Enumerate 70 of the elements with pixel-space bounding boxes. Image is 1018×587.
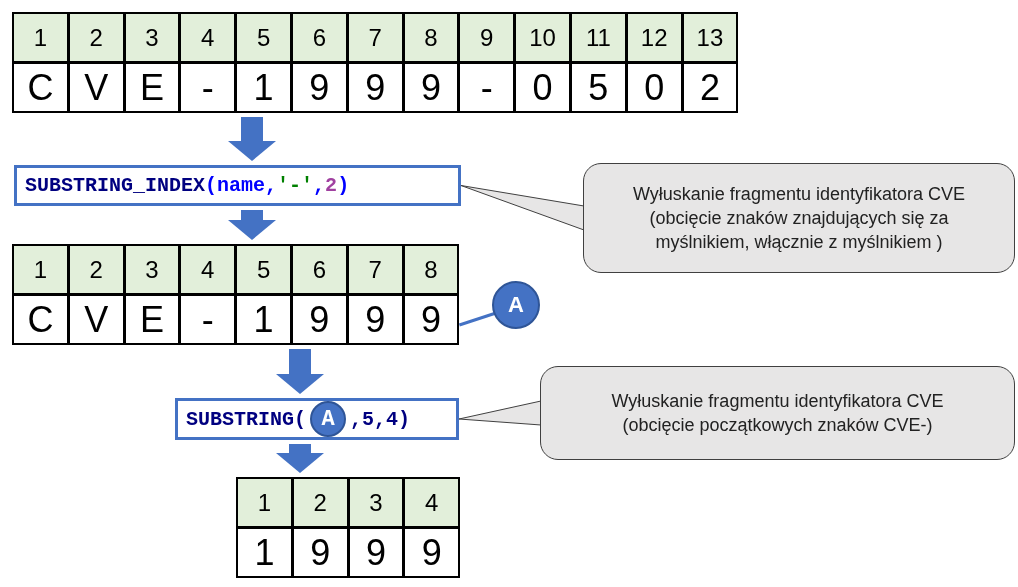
reference-circle: A: [310, 401, 347, 437]
character: -: [181, 296, 235, 343]
code-text: SUBSTRING_INDEX(name,'-',2): [25, 174, 350, 197]
character: V: [69, 296, 123, 343]
character: C: [14, 296, 67, 343]
character: 2: [683, 64, 737, 111]
position-number: 1: [238, 479, 291, 526]
character-table: [236, 477, 461, 578]
callout-bubble: [540, 366, 1015, 460]
position-number: 1: [14, 246, 67, 293]
character: 9: [404, 64, 458, 111]
position-number: 4: [405, 479, 459, 526]
position-number: 2: [293, 479, 347, 526]
position-number: 3: [349, 479, 403, 526]
position-number: 3: [125, 14, 179, 61]
reference-circle: A: [492, 281, 540, 329]
position-number: 8: [404, 246, 458, 293]
position-number: 10: [516, 14, 569, 61]
block-arrow: [228, 210, 276, 240]
block-arrow: [228, 117, 276, 161]
character: 1: [237, 64, 290, 111]
position-number: 3: [125, 246, 179, 293]
character: 9: [293, 64, 346, 111]
position-number: 2: [69, 246, 123, 293]
character: 9: [293, 529, 347, 576]
position-number: 9: [460, 14, 514, 61]
position-number: 4: [181, 14, 235, 61]
position-number: 1: [14, 14, 67, 61]
position-number: 7: [348, 246, 402, 293]
position-number: 7: [348, 14, 402, 61]
character: 9: [405, 529, 459, 576]
character: 0: [516, 64, 569, 111]
character: 1: [238, 529, 291, 576]
position-number: 6: [293, 246, 346, 293]
character-table: [12, 12, 739, 113]
position-number: 8: [404, 14, 458, 61]
character: -: [460, 64, 514, 111]
character: 9: [348, 64, 402, 111]
character: 9: [293, 296, 346, 343]
position-number: 12: [627, 14, 681, 61]
character: 1: [237, 296, 290, 343]
callout-bubble: [583, 163, 1015, 273]
code-text: ,5,4): [350, 407, 411, 431]
position-number: 5: [237, 14, 290, 61]
character: E: [125, 64, 179, 111]
block-arrow: [276, 444, 324, 473]
position-number: 6: [293, 14, 346, 61]
character: 0: [627, 64, 681, 111]
character: V: [69, 64, 123, 111]
character: 9: [404, 296, 458, 343]
character: E: [125, 296, 179, 343]
character: C: [14, 64, 67, 111]
callout-pointer: [460, 185, 585, 231]
position-number: 13: [683, 14, 737, 61]
character-table: [12, 244, 460, 345]
code-box: [175, 398, 459, 440]
character: -: [181, 64, 235, 111]
callout-pointer: [458, 400, 542, 426]
callout-text: Wyłuskanie fragmentu identyfikatora CVE (obcięcie początkowych znaków CVE-): [610, 389, 945, 437]
position-number: 5: [237, 246, 290, 293]
character: 5: [571, 64, 625, 111]
position-number: 2: [69, 14, 123, 61]
code-text: SUBSTRING(: [186, 407, 307, 431]
callout-text: Wyłuskanie fragmentu identyfikatora CVE (obcięcie znaków znajdujących się za myślnikiem, włącznie z myślnikiem ): [632, 182, 966, 255]
block-arrow: [276, 349, 324, 394]
code-box: [14, 165, 461, 206]
character: 9: [348, 296, 402, 343]
position-number: 11: [571, 14, 625, 61]
position-number: 4: [181, 246, 235, 293]
character: 9: [349, 529, 403, 576]
